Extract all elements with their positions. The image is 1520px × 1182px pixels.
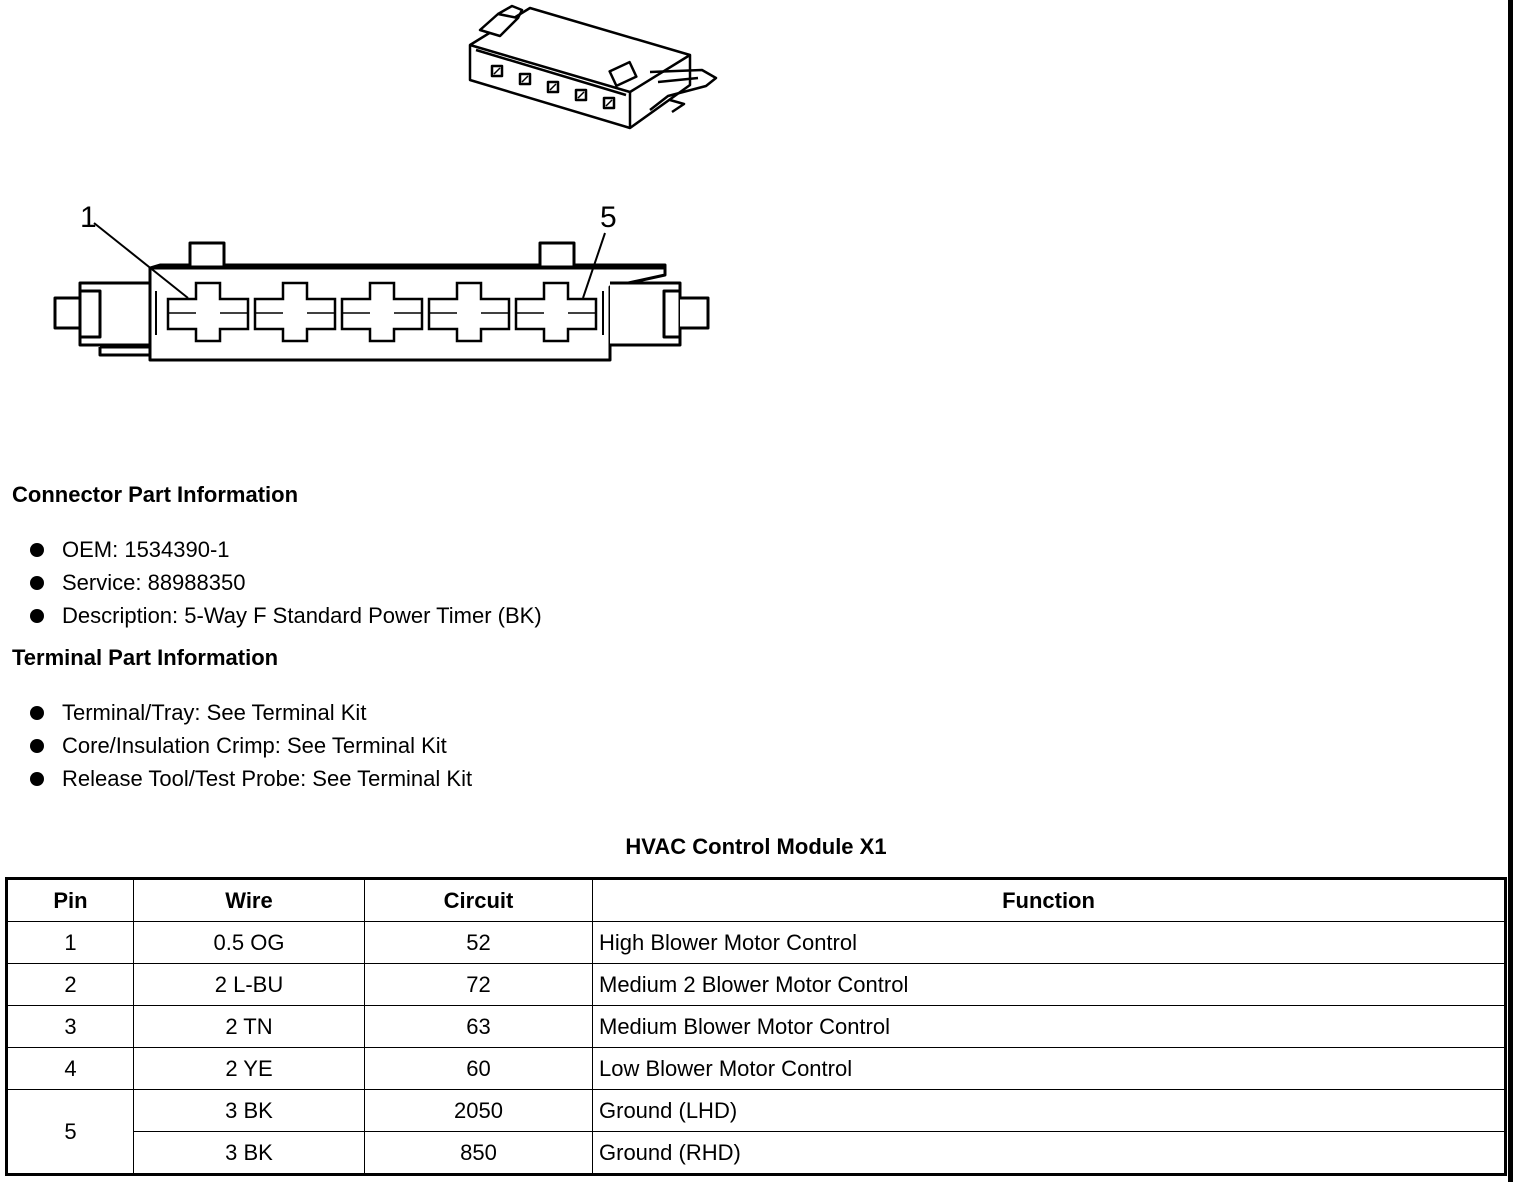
list-item: Service: 88988350 [30, 566, 542, 599]
bullet-icon [30, 543, 44, 557]
table-title: HVAC Control Module X1 [625, 834, 887, 859]
connector-face-view: 1 5 [53, 201, 710, 362]
column-header-function: Function [592, 878, 1506, 922]
pin-cell: 1 [6, 921, 134, 964]
wire-cell: 2 L-BU [133, 963, 365, 1006]
table-row: 4 2 YE 60 Low Blower Motor Control [6, 1047, 1506, 1090]
column-header-pin: Pin [6, 878, 134, 922]
terminal-cavity [514, 281, 598, 343]
function-cell: Medium Blower Motor Control [592, 1005, 1506, 1048]
connector-info-list: OEM: 1534390-1 Service: 88988350 Descrip… [30, 533, 542, 632]
function-cell: Ground (LHD) [592, 1089, 1506, 1132]
list-item: OEM: 1534390-1 [30, 533, 542, 566]
circuit-cell: 72 [364, 963, 593, 1006]
column-header-circuit: Circuit [364, 878, 593, 922]
table-header-row: Pin Wire Circuit Function [6, 878, 1506, 922]
pinout-table: Pin Wire Circuit Function 1 0.5 OG 52 Hi… [5, 877, 1507, 1176]
bullet-icon [30, 576, 44, 590]
wire-cell: 2 TN [133, 1005, 365, 1048]
terminal-cavity [166, 281, 250, 343]
pin-5-callout: 5 [600, 201, 617, 234]
list-item: Release Tool/Test Probe: See Terminal Ki… [30, 762, 472, 795]
connector-part-info-heading: Connector Part Information [12, 482, 299, 507]
function-cell: Medium 2 Blower Motor Control [592, 963, 1506, 1006]
terminal-cavity [253, 281, 337, 343]
terminal-info-list: Terminal/Tray: See Terminal Kit Core/Ins… [30, 696, 472, 795]
terminal-part-info-heading: Terminal Part Information [12, 645, 279, 670]
wire-cell: 2 YE [133, 1047, 365, 1090]
connector-isometric-illustration [468, 4, 718, 130]
function-cell: Low Blower Motor Control [592, 1047, 1506, 1090]
list-item: Description: 5-Way F Standard Power Time… [30, 599, 542, 632]
pin-1-callout: 1 [80, 201, 97, 234]
circuit-cell: 63 [364, 1005, 593, 1048]
list-item: Core/Insulation Crimp: See Terminal Kit [30, 729, 472, 762]
bullet-icon [30, 772, 44, 786]
table-row: 2 2 L-BU 72 Medium 2 Blower Motor Contro… [6, 963, 1506, 1006]
wire-cell: 0.5 OG [133, 921, 365, 964]
function-cell: Ground (RHD) [592, 1131, 1506, 1175]
bullet-icon [30, 706, 44, 720]
pin-cell: 3 [6, 1005, 134, 1048]
bullet-icon [30, 609, 44, 623]
circuit-cell: 850 [364, 1131, 593, 1175]
wire-cell: 3 BK [133, 1131, 365, 1175]
pin-cell: 4 [6, 1047, 134, 1090]
table-row: 1 0.5 OG 52 High Blower Motor Control [6, 921, 1506, 964]
wire-cell: 3 BK [133, 1089, 365, 1132]
circuit-cell: 60 [364, 1047, 593, 1090]
circuit-cell: 2050 [364, 1089, 593, 1132]
terminal-cavity [340, 281, 424, 343]
terminal-cavity [427, 281, 511, 343]
circuit-cell: 52 [364, 921, 593, 964]
function-cell: High Blower Motor Control [592, 921, 1506, 964]
list-item: Terminal/Tray: See Terminal Kit [30, 696, 472, 729]
table-row: 5 3 BK 2050 Ground (LHD) [6, 1089, 1506, 1175]
table-row: 3 2 TN 63 Medium Blower Motor Control [6, 1005, 1506, 1048]
page-border-rule [1508, 0, 1513, 1182]
pin-cell: 5 [6, 1089, 134, 1175]
pin-cell: 2 [6, 963, 134, 1006]
table-row: 3 BK 850 Ground (RHD) [7, 1131, 1506, 1175]
column-header-wire: Wire [133, 878, 365, 922]
bullet-icon [30, 739, 44, 753]
